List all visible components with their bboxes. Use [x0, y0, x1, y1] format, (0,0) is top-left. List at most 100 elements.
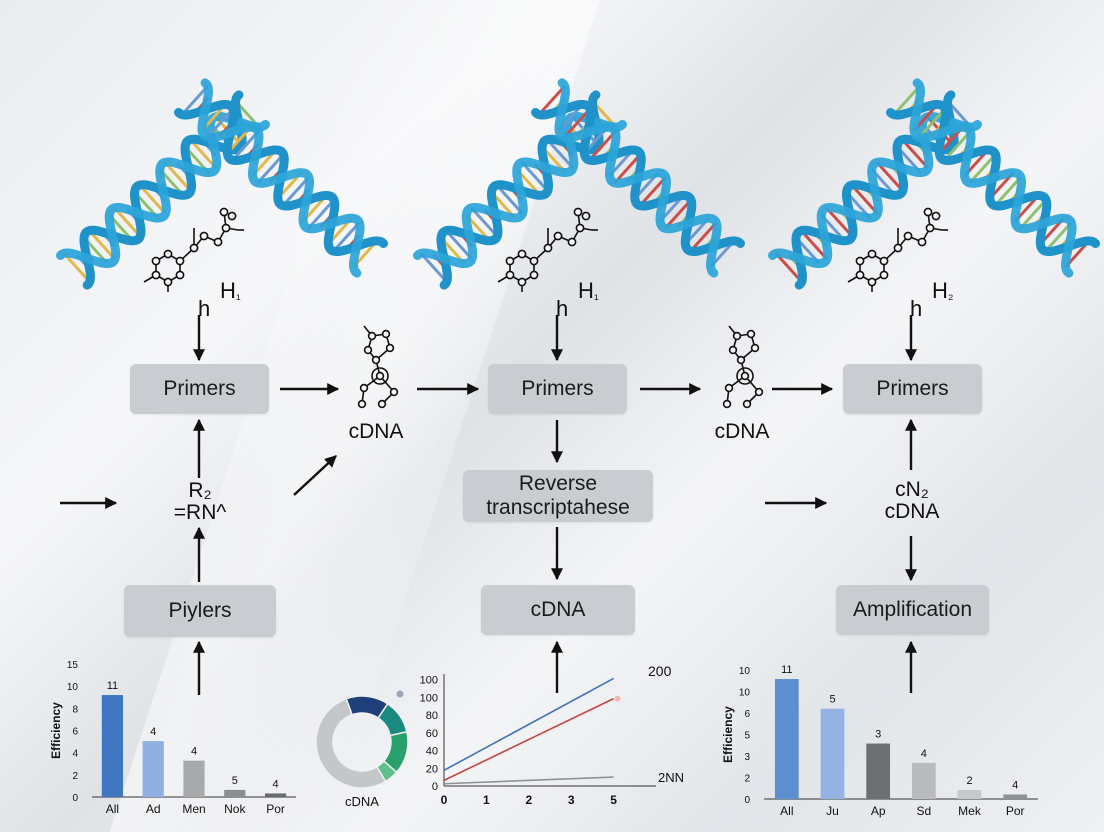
dna-helix-icon: [531, 78, 745, 278]
atom: [151, 256, 161, 266]
atom: [746, 329, 756, 339]
bar-data-label: 4: [191, 746, 197, 758]
primers-box-right: Primers: [843, 364, 982, 414]
cdna-label-right: cDNA: [714, 420, 770, 443]
y-tick-label: 10: [739, 688, 751, 699]
y-axis-label: Efficiency: [721, 706, 735, 763]
atom: [371, 355, 381, 365]
atom: [879, 256, 889, 266]
y-tick-label: 6: [72, 727, 78, 738]
y-tick-label: 0: [72, 793, 78, 804]
atom: [855, 270, 865, 280]
atom: [175, 256, 185, 266]
atom: [175, 270, 185, 280]
atom: [722, 399, 732, 409]
atom: [359, 383, 369, 393]
base-pair-rung: [206, 107, 235, 139]
base-pair-rung: [774, 252, 803, 283]
base-pair-rung: [520, 161, 549, 192]
bar: [820, 708, 845, 799]
line-series: [443, 697, 614, 782]
y-tick-label: 4: [72, 749, 78, 760]
base-pair-rung: [968, 153, 997, 184]
atom: [879, 270, 889, 280]
molecule-icon: [143, 207, 244, 292]
y-tick-label: 0: [432, 781, 438, 793]
category-label: Sd: [916, 804, 931, 818]
y-tick-label: 5: [744, 731, 750, 742]
base-pair-rung: [231, 130, 260, 162]
base-pair-rung: [419, 252, 448, 283]
base-pair-rung: [800, 229, 829, 261]
bar-data-label: 11: [781, 664, 792, 676]
y-tick-label: 15: [67, 660, 79, 671]
formula-right-sub: H: [932, 278, 948, 303]
atom: [517, 249, 527, 259]
category-label: Men: [182, 802, 205, 816]
base-pair-rung: [993, 176, 1022, 207]
base-pair-rung: [445, 229, 474, 261]
atom: [567, 237, 577, 247]
bar: [1003, 794, 1028, 799]
y-tick-label: 40: [426, 746, 438, 758]
base-pair-rung: [62, 252, 91, 283]
y-tick-label: 60: [426, 728, 438, 740]
atom: [543, 243, 553, 253]
atom: [375, 371, 385, 381]
atom: [529, 256, 539, 266]
donut-slice: [315, 697, 387, 789]
atom: [381, 329, 391, 339]
y-tick-label: 2: [72, 771, 78, 782]
atom: [199, 231, 209, 241]
atom: [931, 211, 941, 221]
category-label: Ju: [826, 804, 839, 818]
cn-line-2: cDNA: [884, 500, 940, 523]
bar-data-label: 4: [273, 778, 279, 790]
atom: [505, 256, 515, 266]
category-label: All: [106, 802, 119, 816]
base-pair-rung: [918, 107, 947, 139]
atom: [740, 371, 750, 381]
base-pair-rung: [138, 184, 167, 215]
y-tick-label: 6: [744, 709, 750, 720]
arrow-rna-to-cdna: [293, 455, 337, 496]
base-pair-rung: [189, 138, 218, 170]
x-tick-label: 1: [483, 793, 490, 807]
base-pair-rung: [943, 130, 972, 162]
atom: [367, 331, 377, 341]
bar-data-label: 11: [107, 680, 118, 692]
atom: [754, 387, 764, 397]
y-tick-label: 20: [426, 763, 438, 775]
atom: [732, 331, 742, 341]
base-pair-rung: [495, 184, 524, 215]
y-tick-label: 10: [67, 682, 79, 693]
atom: [736, 367, 754, 385]
x-tick-label: 0: [441, 793, 448, 807]
cn-line-1: cN₂: [895, 478, 929, 501]
base-pair-rung: [825, 206, 854, 238]
helix-strand: [554, 78, 722, 278]
atom: [371, 367, 389, 385]
atom: [227, 211, 237, 221]
formula-left-subidx: ₁: [236, 286, 241, 302]
atom: [529, 270, 539, 280]
dna-helix-icon: [886, 78, 1100, 278]
base-pair-rung: [664, 198, 693, 230]
bar: [224, 789, 246, 797]
atom: [728, 345, 738, 355]
base-pair-rung: [613, 153, 642, 184]
bar: [957, 789, 982, 799]
bar: [101, 695, 124, 797]
category-label: Ap: [871, 804, 886, 818]
atom: [151, 270, 161, 280]
base-pair-rung: [113, 206, 142, 238]
formula-mid-sub: H: [578, 278, 594, 303]
y-tick-label: 0: [744, 795, 750, 806]
atom: [213, 237, 223, 247]
base-pair-rung: [1019, 198, 1048, 230]
category-label: Por: [1006, 804, 1025, 818]
bar-data-label: 3: [875, 729, 881, 741]
bar-chart-right: 023561010Efficiency11All5Ju3Ap4Sd2Mek4Po…: [721, 664, 1038, 818]
